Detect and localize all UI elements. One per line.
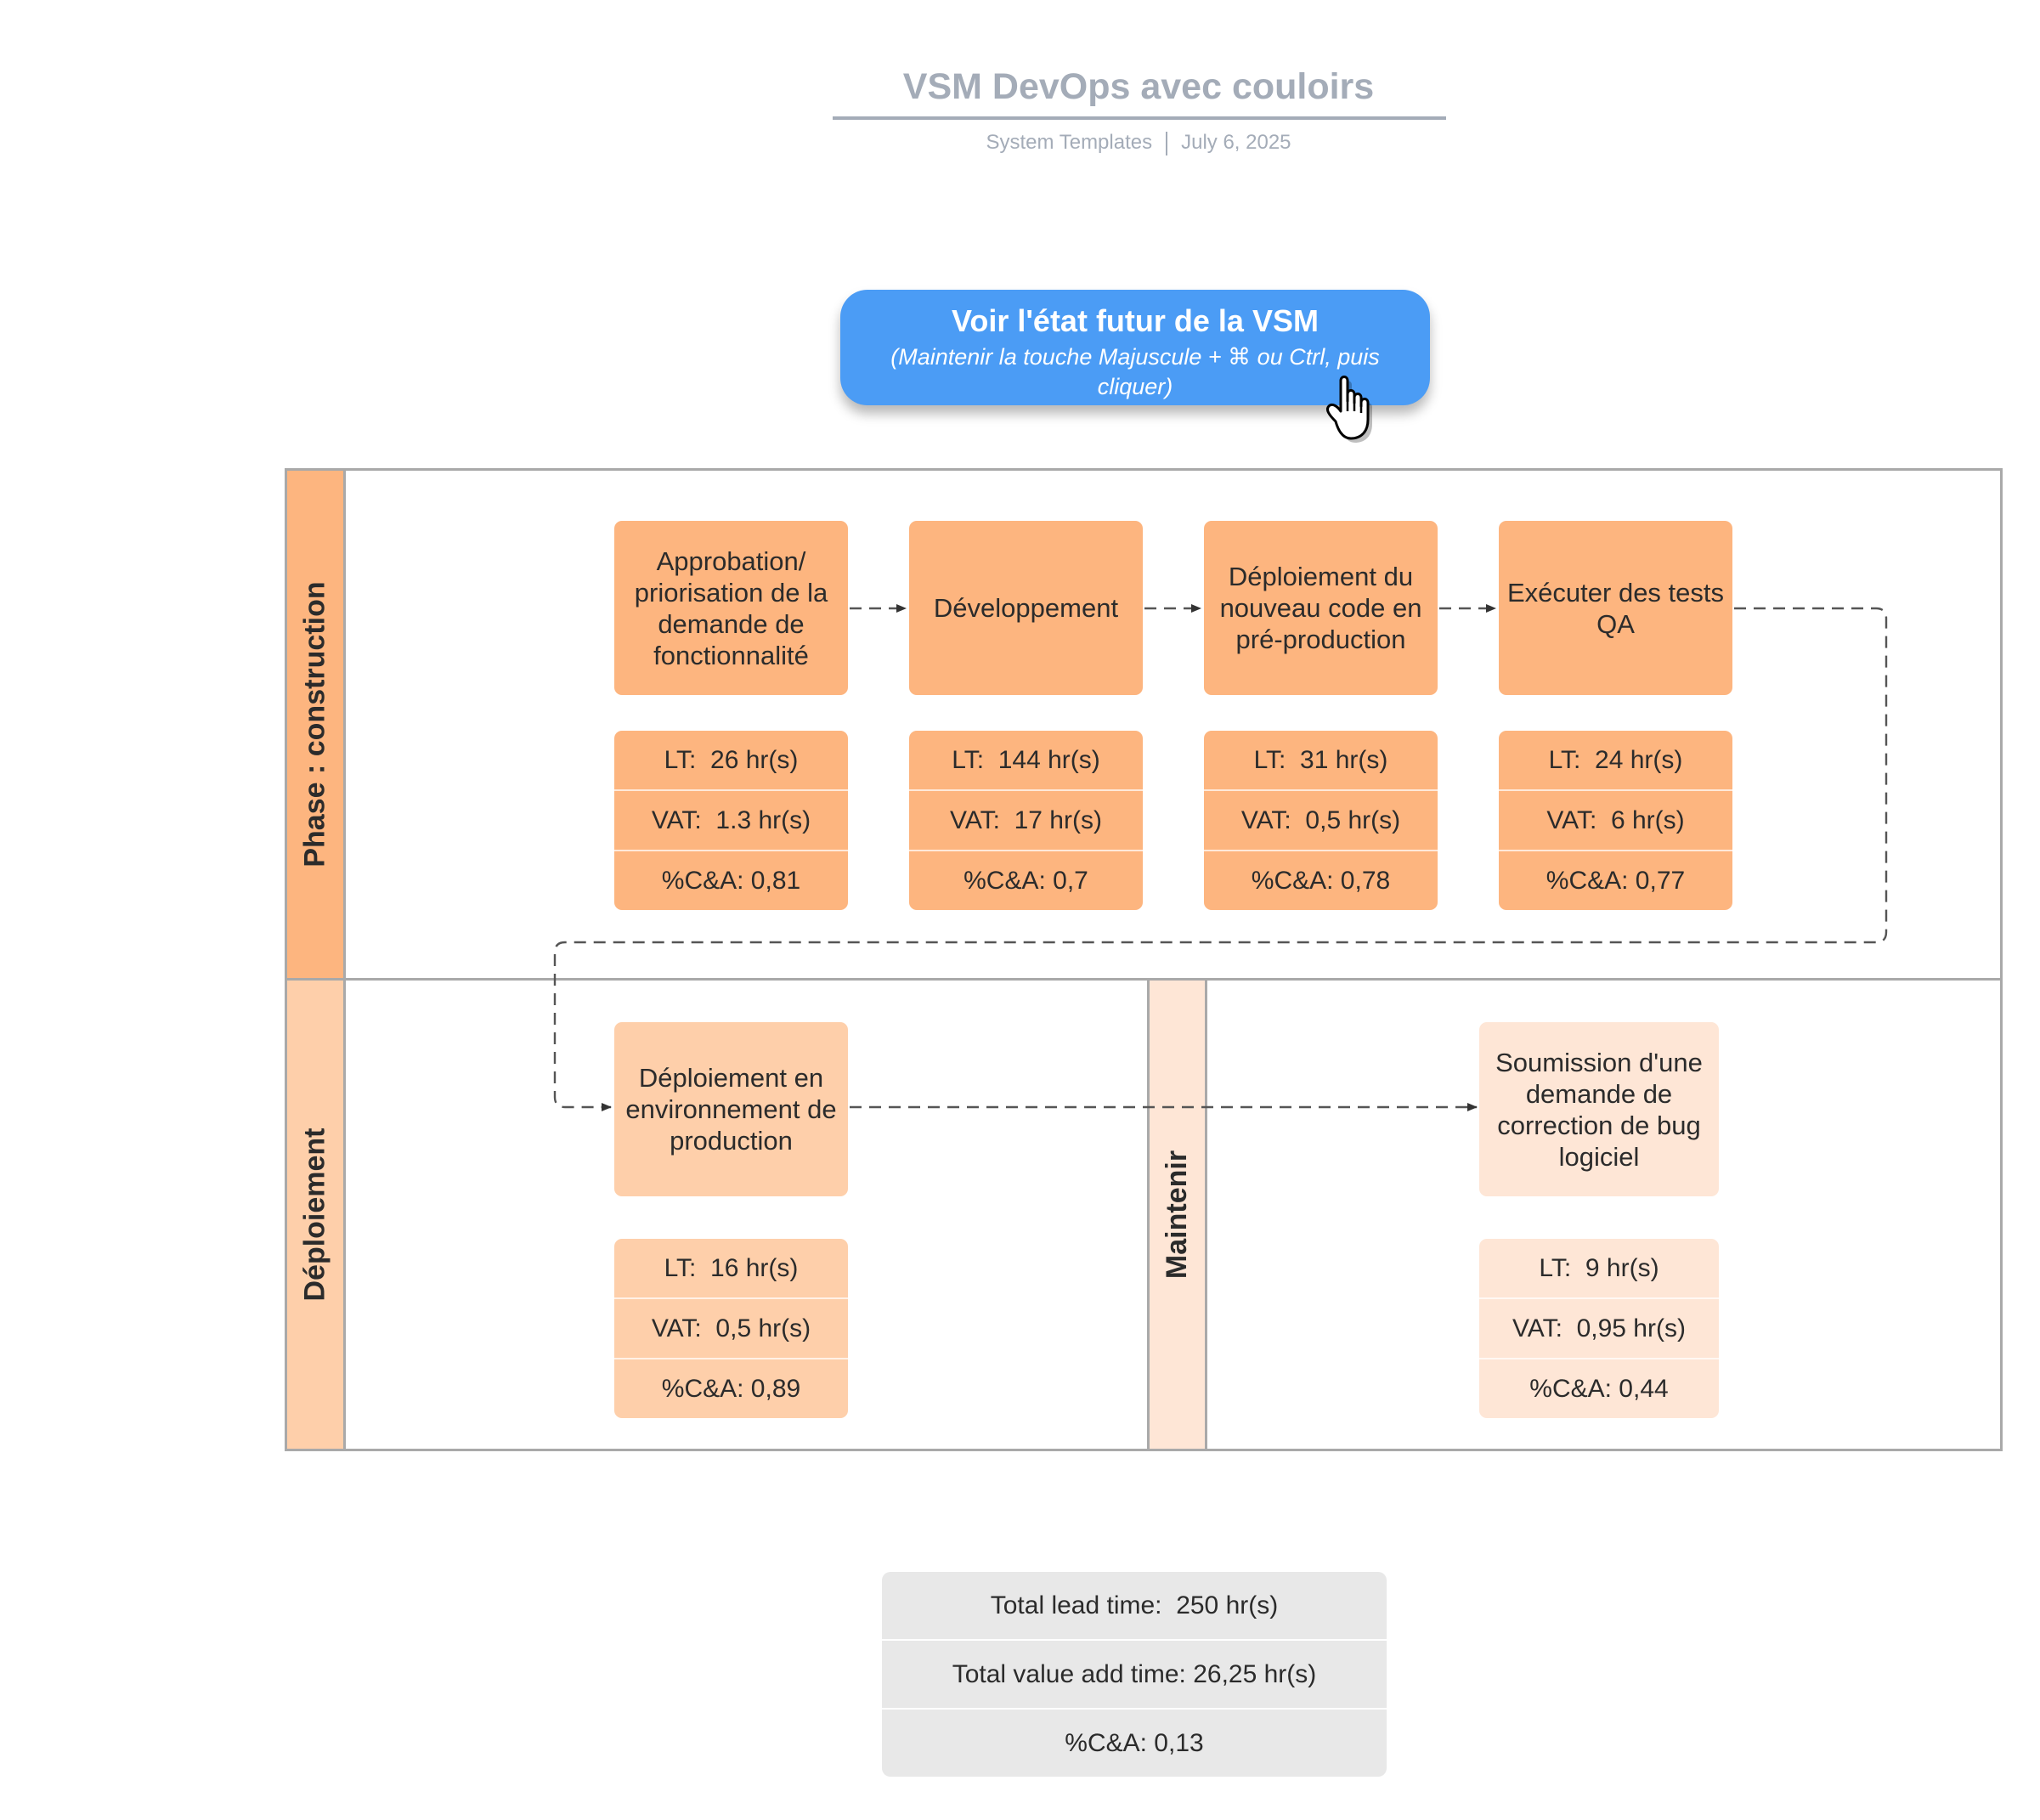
date-label: July 6, 2025 xyxy=(1181,131,1291,154)
process-step: Soumission d'une demande de correction d… xyxy=(1479,1022,1719,1196)
source-label: System Templates xyxy=(986,131,1153,154)
title-underline xyxy=(833,116,1446,120)
complete-accurate: %C&A: 0,81 xyxy=(614,850,848,910)
metrics-box: LT: 9 hr(s) VAT: 0,95 hr(s) %C&A: 0,44 xyxy=(1479,1239,1719,1418)
subtitle-divider xyxy=(1166,131,1168,155)
metrics-box: LT: 16 hr(s) VAT: 0,5 hr(s) %C&A: 0,89 xyxy=(614,1239,848,1418)
metrics-box: LT: 24 hr(s) VAT: 6 hr(s) %C&A: 0,77 xyxy=(1499,731,1732,910)
future-state-button[interactable]: Voir l'état futur de la VSM (Maintenir l… xyxy=(840,290,1430,405)
complete-accurate: %C&A: 0,7 xyxy=(909,850,1143,910)
value-add-time: VAT: 0,5 hr(s) xyxy=(1204,789,1438,850)
metrics-box: LT: 26 hr(s) VAT: 1.3 hr(s) %C&A: 0,81 xyxy=(614,731,848,910)
total-complete-accurate: %C&A: 0,13 xyxy=(882,1708,1387,1777)
maintenir-lane-header: Maintenir xyxy=(1147,978,1207,1451)
lead-time: LT: 16 hr(s) xyxy=(664,1253,799,1282)
totals-summary: Total lead time: 250 hr(s) Total value a… xyxy=(882,1572,1387,1777)
page-title: VSM DevOps avec couloirs xyxy=(902,66,1375,107)
future-state-button-hint: (Maintenir la touche Majuscule + ⌘ ou Ct… xyxy=(890,344,1380,399)
value-add-time: VAT: 0,95 hr(s) xyxy=(1479,1297,1719,1358)
complete-accurate: %C&A: 0,89 xyxy=(614,1358,848,1418)
total-value-add-time: Total value add time: 26,25 hr(s) xyxy=(882,1639,1387,1708)
process-step: Approbation/ priorisation de la demande … xyxy=(614,521,848,695)
metrics-box: LT: 31 hr(s) VAT: 0,5 hr(s) %C&A: 0,78 xyxy=(1204,731,1438,910)
future-state-button-title: Voir l'état futur de la VSM xyxy=(952,303,1319,338)
process-step: Déploiement en environnement de producti… xyxy=(614,1022,848,1196)
value-add-time: VAT: 0,5 hr(s) xyxy=(614,1297,848,1358)
process-step: Exécuter des tests QA xyxy=(1499,521,1732,695)
pointer-hand-icon xyxy=(1325,376,1372,443)
lead-time: LT: 24 hr(s) xyxy=(1548,745,1683,774)
value-add-time: VAT: 6 hr(s) xyxy=(1499,789,1732,850)
lead-time: LT: 26 hr(s) xyxy=(664,745,799,774)
lead-time: LT: 9 hr(s) xyxy=(1539,1253,1659,1282)
lead-time: LT: 31 hr(s) xyxy=(1253,745,1388,774)
deploiement-lane-header: Déploiement xyxy=(285,978,346,1451)
process-step: Développement xyxy=(909,521,1143,695)
page-subtitle: System Templates July 6, 2025 xyxy=(833,131,1444,155)
complete-accurate: %C&A: 0,78 xyxy=(1204,850,1438,910)
complete-accurate: %C&A: 0,44 xyxy=(1479,1358,1719,1418)
value-add-time: VAT: 17 hr(s) xyxy=(909,789,1143,850)
value-add-time: VAT: 1.3 hr(s) xyxy=(614,789,848,850)
complete-accurate: %C&A: 0,77 xyxy=(1499,850,1732,910)
total-lead-time: Total lead time: 250 hr(s) xyxy=(990,1591,1279,1619)
construction-lane-header: Phase : construction xyxy=(285,468,346,981)
lead-time: LT: 144 hr(s) xyxy=(952,745,1100,774)
metrics-box: LT: 144 hr(s) VAT: 17 hr(s) %C&A: 0,7 xyxy=(909,731,1143,910)
connector-step4-step5 xyxy=(553,607,1888,1111)
process-step: Déploiement du nouveau code en pré-produ… xyxy=(1204,521,1438,695)
